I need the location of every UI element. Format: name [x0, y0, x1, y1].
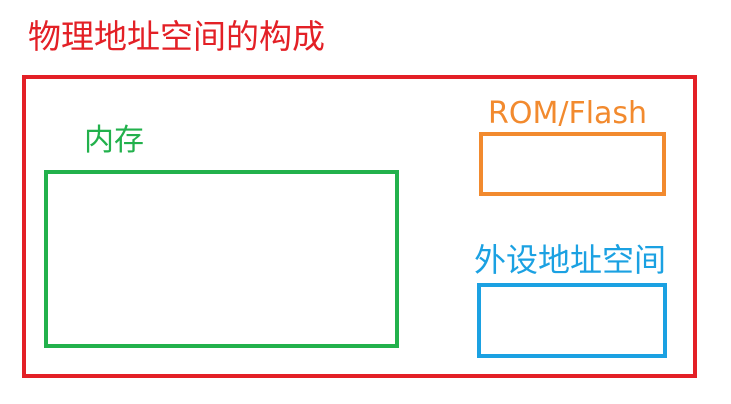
- memory-label: 内存: [84, 123, 144, 158]
- rom-flash-label: ROM/Flash: [488, 96, 648, 131]
- physical-address-space-box: [22, 75, 697, 378]
- peripheral-address-space-box: [477, 283, 667, 358]
- memory-box: [44, 170, 399, 348]
- peripheral-address-space-label: 外设地址空间: [474, 241, 667, 279]
- diagram-title: 物理地址空间的构成: [28, 17, 325, 56]
- rom-flash-box: [479, 132, 666, 196]
